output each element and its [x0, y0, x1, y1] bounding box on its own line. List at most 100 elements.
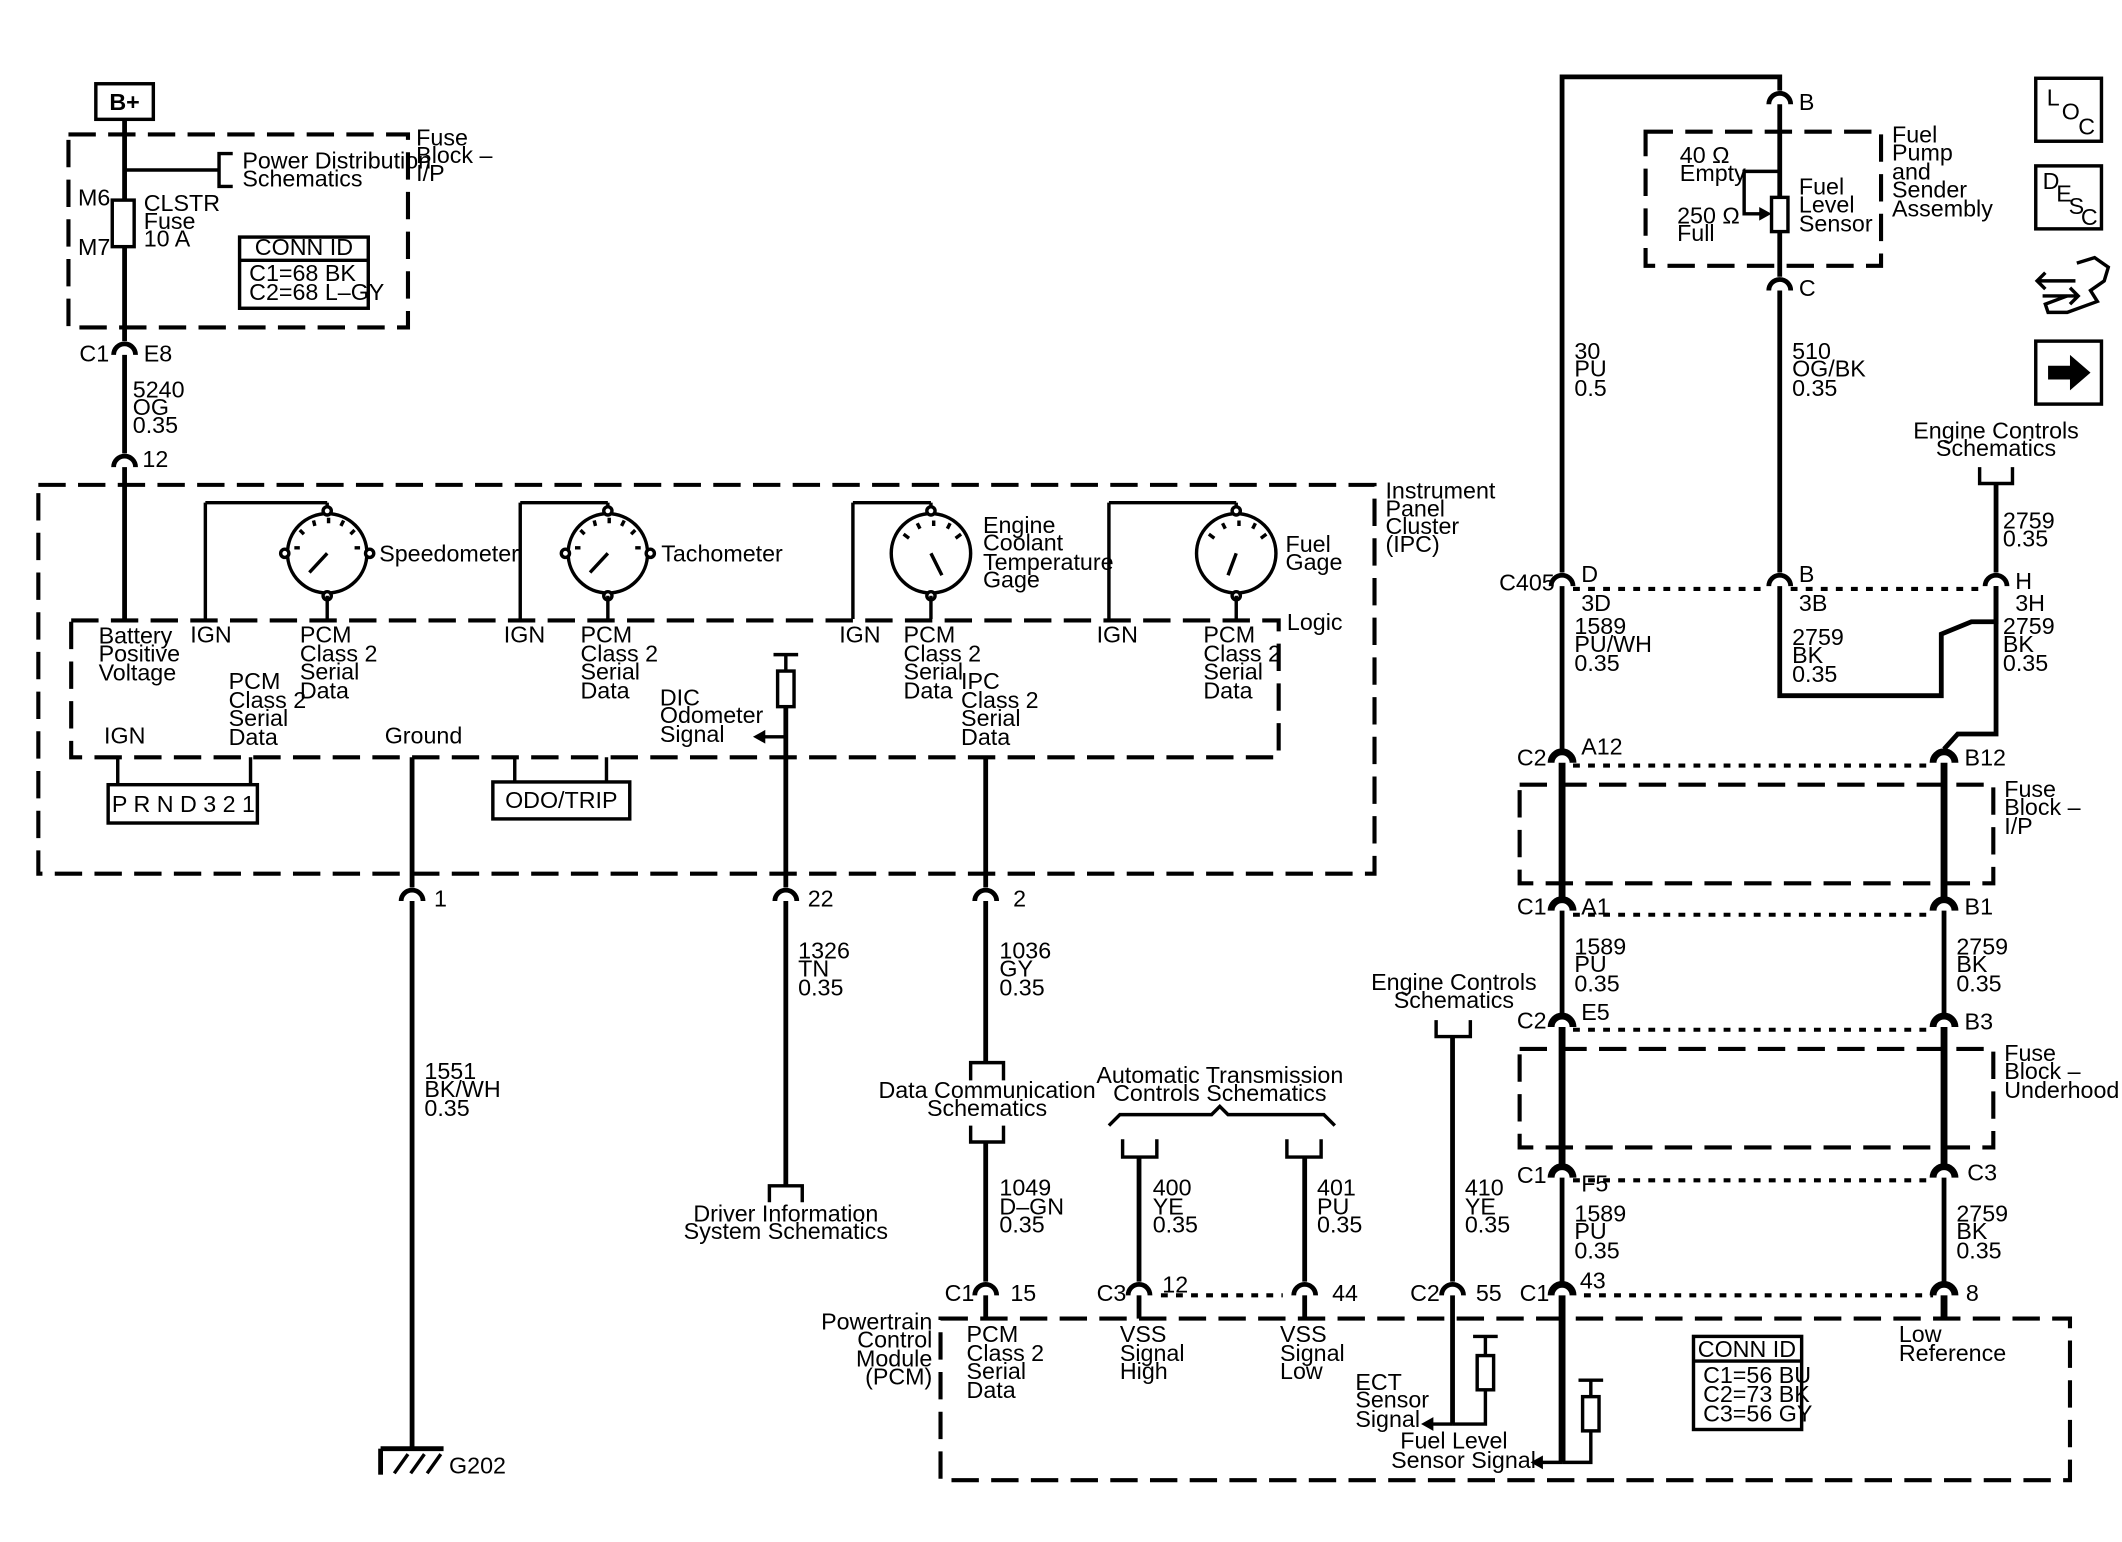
svg-text:2: 2 — [1013, 886, 1026, 912]
pin-m7: M7 — [78, 234, 110, 260]
svg-text:C1: C1 — [79, 341, 109, 367]
conn-id-box-pcm — [1691, 1334, 1804, 1432]
svg-text:C: C — [2081, 204, 2098, 230]
svg-text:C2: C2 — [1517, 745, 1547, 771]
svg-text:3H: 3H — [2015, 590, 2045, 616]
tachometer-gauge: Tachometer — [518, 500, 783, 620]
pcm-connector-8 — [1929, 1281, 1959, 1296]
svg-text:3D: 3D — [1581, 590, 1611, 616]
ect-pullup-resistor — [1475, 1353, 1496, 1392]
svg-text:D: D — [1581, 561, 1598, 587]
power-dist-bracket — [217, 151, 233, 189]
svg-text:CONN ID: CONN ID — [1698, 1336, 1796, 1362]
fuse-block-ip-right-outline — [1517, 782, 1996, 886]
svg-text:O: O — [2062, 98, 2080, 124]
svg-text:E5: E5 — [1581, 999, 1609, 1025]
desc-icon[interactable]: D E S C — [2034, 164, 2104, 231]
connector-c1-e8 — [111, 341, 138, 356]
svg-text:43: 43 — [1580, 1267, 1606, 1293]
loc-icon[interactable]: L O C — [2034, 76, 2104, 143]
svg-text:3B: 3B — [1799, 590, 1827, 616]
c405-label: C405 — [1499, 569, 1555, 595]
fuse-uh-c2-e5 — [1547, 1012, 1577, 1028]
c405-pin-d — [1548, 572, 1576, 587]
svg-text:44: 44 — [1332, 1280, 1358, 1306]
svg-text:C: C — [2078, 113, 2095, 139]
fuel-pullup-resistor — [1580, 1394, 1601, 1433]
svg-text:C2: C2 — [1517, 1007, 1547, 1033]
svg-text:A12: A12 — [1581, 734, 1622, 760]
ign-fuel: IGN — [1097, 621, 1138, 647]
svg-text:B: B — [1799, 561, 1815, 587]
connector-icon[interactable] — [2034, 255, 2111, 315]
fuse-ip-c1-b1 — [1929, 896, 1959, 912]
fuse-block-ip-outline — [66, 132, 411, 330]
sensor-wiper-arrow — [1759, 206, 1772, 221]
svg-text:12: 12 — [1162, 1272, 1188, 1298]
svg-text:B1: B1 — [1965, 894, 1993, 920]
fuel-level-sensor — [1769, 195, 1790, 234]
svg-text:IGN: IGN — [104, 723, 145, 749]
fuel-level-arrow-icon — [1530, 1455, 1543, 1470]
svg-text:C1: C1 — [1520, 1280, 1550, 1306]
pcm-connector-55 — [1439, 1282, 1466, 1296]
svg-text:E8: E8 — [144, 341, 172, 367]
c405-pin-b — [1766, 572, 1794, 587]
svg-text:G202: G202 — [449, 1452, 506, 1478]
svg-text:D: D — [2043, 168, 2060, 194]
svg-text:B: B — [1799, 89, 1815, 115]
next-arrow-icon[interactable] — [2034, 339, 2104, 406]
connector-pin-12 — [111, 453, 138, 468]
svg-text:C3: C3 — [1097, 1280, 1127, 1306]
ect-arrow-icon — [1421, 1417, 1434, 1431]
pcm-connector-12 — [1125, 1282, 1153, 1296]
svg-text:C1: C1 — [945, 1280, 975, 1306]
ign-ect: IGN — [839, 621, 880, 647]
odo-trip-button[interactable] — [491, 780, 632, 821]
fuse-uh-c1-f5 — [1547, 1163, 1577, 1178]
svg-text:1: 1 — [434, 886, 447, 912]
svg-text:B3: B3 — [1965, 1009, 1993, 1035]
svg-text:Tachometer: Tachometer — [661, 541, 783, 567]
c405-pin-h — [1982, 572, 2010, 587]
ipc-outline — [36, 482, 1377, 876]
svg-text:C1: C1 — [1517, 1162, 1547, 1188]
svg-text:C2: C2 — [1410, 1280, 1440, 1306]
conn-id-box-ipc — [237, 235, 370, 310]
